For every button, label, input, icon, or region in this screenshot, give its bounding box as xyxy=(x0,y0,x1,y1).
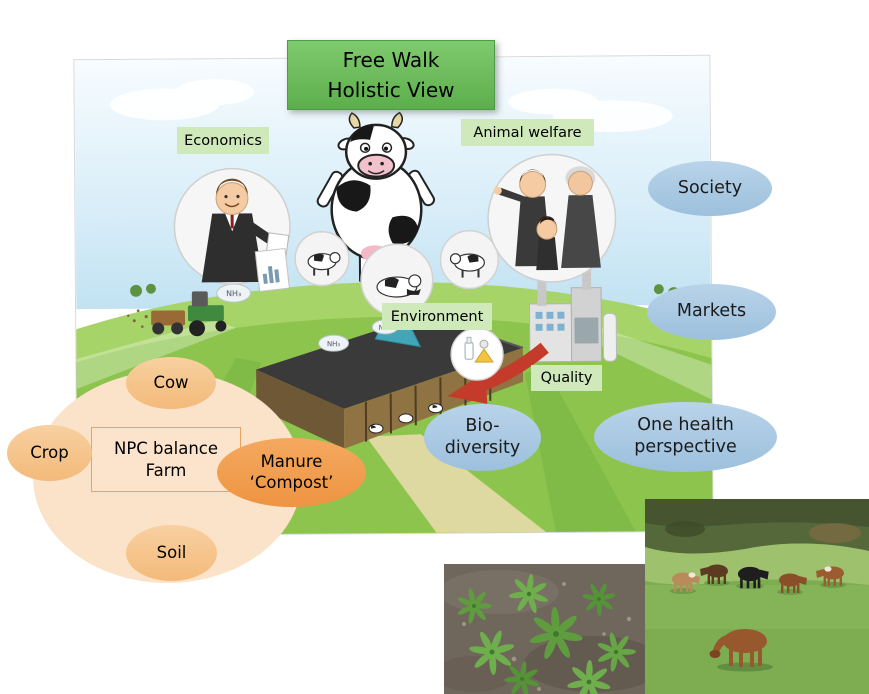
label-environment: Environment xyxy=(382,303,492,330)
label-animal-welfare: Animal welfare xyxy=(461,119,594,146)
photo-seedlings xyxy=(444,564,646,694)
cycle-node-soil: Soil xyxy=(126,525,217,581)
grazing-cow xyxy=(709,629,773,672)
bubble-biodiversity: Bio- diversity xyxy=(424,404,541,471)
title-box: Free Walk Holistic View xyxy=(287,40,495,110)
bubble-society: Society xyxy=(648,161,772,216)
cow-herd xyxy=(670,564,846,595)
nh3-cloud: NH₃ xyxy=(216,283,252,303)
cow-circle xyxy=(360,243,434,317)
chart-note xyxy=(254,247,290,292)
bubble-markets: Markets xyxy=(647,284,776,340)
cow-circle xyxy=(439,229,500,290)
factory xyxy=(528,255,617,363)
tractor xyxy=(127,291,227,337)
svg-text:NH₃: NH₃ xyxy=(226,289,241,298)
cycle-node-cow: Cow xyxy=(126,357,216,409)
svg-text:NH₃: NH₃ xyxy=(327,340,341,348)
family-circle xyxy=(487,153,617,283)
cycle-node-manure: Manure ‘Compost’ xyxy=(217,438,366,507)
photo-cattle xyxy=(645,499,869,694)
dairy-products-circle xyxy=(450,327,504,381)
nh3-cloud: NH₃ xyxy=(318,334,350,352)
bubble-one-health: One health perspective xyxy=(594,402,777,472)
label-quality: Quality xyxy=(531,365,602,391)
cow-circle xyxy=(294,231,350,287)
label-economics: Economics xyxy=(177,127,269,154)
cycle-node-crop: Crop xyxy=(7,425,92,481)
npc-balance-box: NPC balance Farm xyxy=(91,427,241,492)
